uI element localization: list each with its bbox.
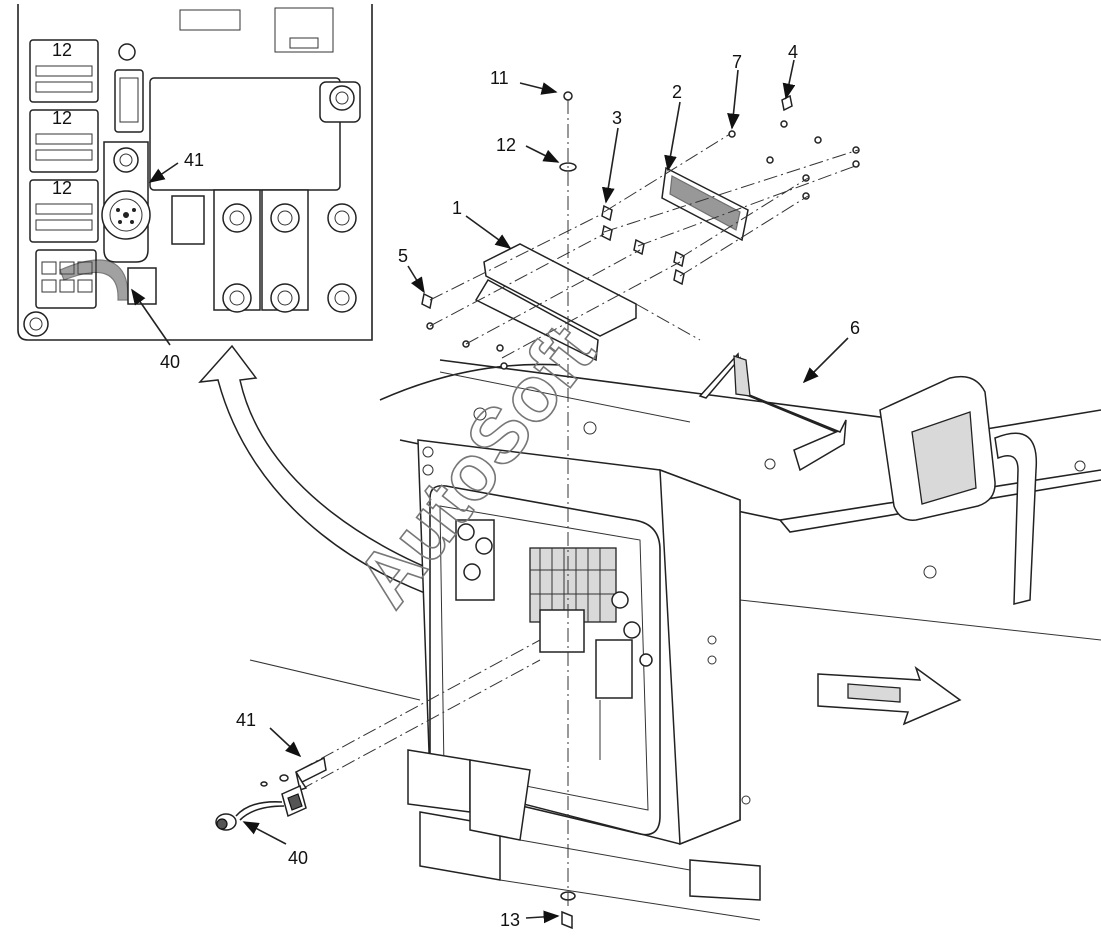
callout-12: 12	[496, 135, 516, 155]
connector-plug	[35, 249, 129, 309]
callout-13: 13	[500, 910, 520, 930]
base-frame	[407, 749, 761, 921]
callout-7: 7	[732, 52, 742, 72]
leader-41-detail	[148, 162, 179, 183]
callout-41: 41	[236, 710, 256, 730]
part-6-hex-key	[698, 352, 847, 472]
callout-3: 3	[612, 108, 622, 128]
relay-label-3: 12	[52, 178, 72, 198]
fuse-holder	[114, 69, 144, 133]
relay-block-1: 12	[29, 39, 99, 103]
callout-4: 4	[788, 42, 798, 62]
relay-label-1: 12	[52, 40, 72, 60]
callout-11: 11	[490, 68, 509, 88]
callout-1: 1	[452, 198, 462, 218]
callout-2: 2	[672, 82, 682, 102]
relay-block-3: 12	[29, 178, 99, 243]
callout-40-detail: 40	[160, 352, 180, 372]
part-40-harness	[215, 784, 307, 831]
detail-inset-border	[17, 4, 373, 341]
relay-block-2: 12	[29, 108, 99, 173]
callout-40: 40	[288, 848, 308, 868]
relay-module	[539, 609, 585, 653]
detail-inset: 12 12 12	[17, 4, 373, 341]
callout-leaders	[242, 59, 849, 924]
assembly-centerlines	[299, 100, 859, 910]
mounting-screw-icon	[23, 311, 49, 337]
control-module	[149, 77, 341, 191]
part-1-bracket	[483, 243, 637, 337]
callout-6: 6	[850, 318, 860, 338]
inset-top-connector-a	[179, 9, 241, 31]
terminal-studs	[213, 85, 357, 313]
display-unit	[879, 375, 1038, 605]
inset-top-connector-b	[274, 7, 334, 53]
electrical-panel	[417, 439, 751, 846]
part-41-bracket	[260, 756, 327, 791]
callout-5: 5	[398, 246, 408, 266]
leader-40-detail	[131, 288, 171, 346]
callout-41-detail: 41	[184, 150, 204, 170]
relay-label-2: 12	[52, 108, 72, 128]
